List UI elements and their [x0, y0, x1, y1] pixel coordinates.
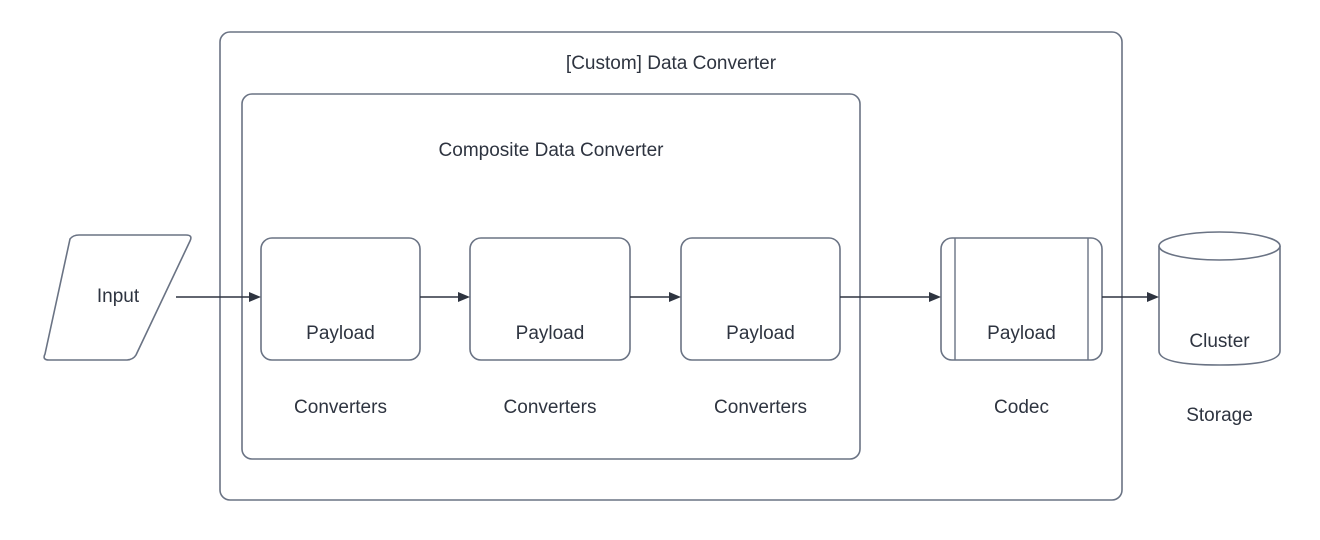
arrowhead-payload-converters-3-to-payload-codec [929, 292, 941, 302]
arrowhead-input-to-payload-converters-1 [249, 292, 261, 302]
container-composite-data-converter[interactable] [241, 93, 861, 460]
node-input-shape[interactable] [43, 234, 192, 361]
arrowhead-payload-codec-to-cluster-storage [1147, 292, 1159, 302]
container-custom-data-converter[interactable] [219, 31, 1123, 501]
node-cluster-storage-body[interactable] [1158, 245, 1281, 366]
arrowhead-payload-converters-1-to-2 [458, 292, 470, 302]
node-payload-converters-3-shape[interactable] [680, 237, 841, 361]
node-payload-converters-2-shape[interactable] [469, 237, 631, 361]
arrowhead-payload-converters-2-to-3 [669, 292, 681, 302]
node-cluster-storage-top-ellipse [1158, 231, 1281, 261]
node-payload-converters-1-shape[interactable] [260, 237, 421, 361]
node-payload-codec-shape[interactable] [940, 237, 1103, 361]
